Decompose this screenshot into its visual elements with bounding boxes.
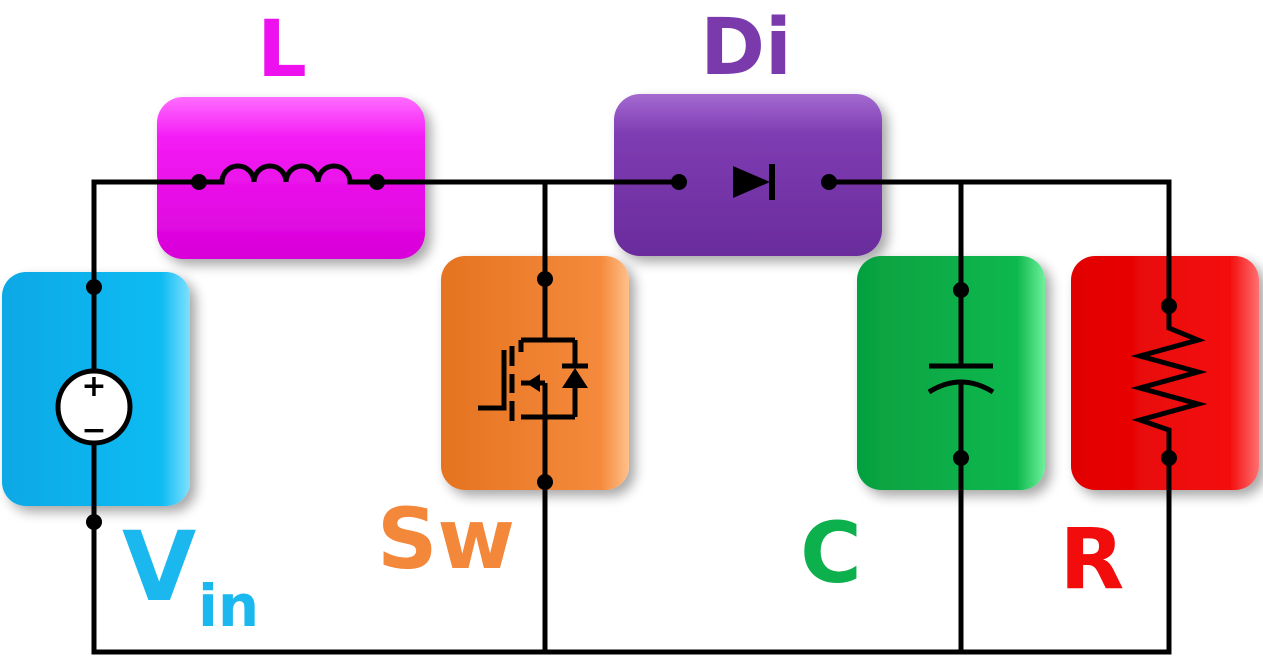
inductor-label: L bbox=[257, 5, 307, 95]
top-left-wire bbox=[91, 179, 202, 290]
source-label-main: V bbox=[122, 511, 196, 623]
bottom-wire bbox=[91, 455, 1172, 655]
resistor-block bbox=[1071, 256, 1259, 490]
source-minus-sign: − bbox=[81, 413, 106, 448]
capacitor-label: C bbox=[800, 504, 862, 602]
inductor-coil bbox=[199, 163, 377, 185]
source-label-subscript: in bbox=[198, 572, 259, 640]
capacitor-block bbox=[857, 256, 1045, 490]
resistor-label: R bbox=[1060, 510, 1125, 608]
source-label: V in bbox=[122, 511, 259, 640]
resistor-symbol bbox=[1130, 306, 1208, 458]
mosfet-symbol bbox=[478, 279, 588, 482]
junction-dots bbox=[86, 174, 1177, 530]
source-plus-sign: + bbox=[81, 369, 106, 404]
capacitor-symbol bbox=[927, 290, 995, 458]
inductor-block bbox=[157, 97, 425, 259]
voltage-source-symbol: + − bbox=[55, 368, 133, 448]
mosfet-arrow bbox=[526, 374, 540, 392]
switch-label: Sw bbox=[377, 490, 515, 588]
diode-symbol bbox=[733, 164, 775, 200]
body-diode-triangle bbox=[562, 368, 588, 388]
diode-label: Di bbox=[700, 3, 791, 93]
switch-block bbox=[441, 256, 629, 490]
wires bbox=[91, 179, 1172, 655]
